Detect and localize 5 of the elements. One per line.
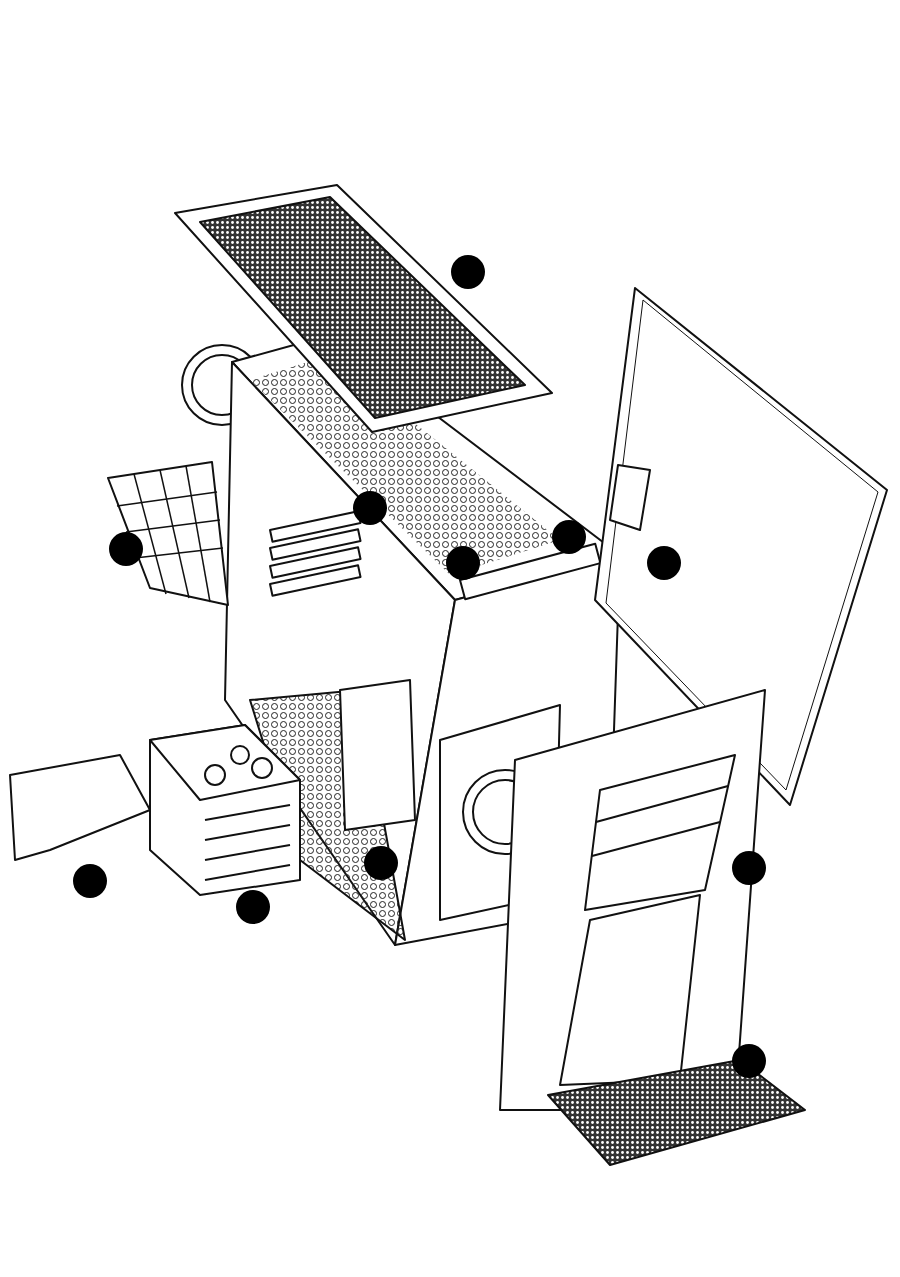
callout-dot: [109, 532, 143, 566]
callout-dot: [732, 851, 766, 885]
callout-dot: [73, 864, 107, 898]
callout-dot: [236, 890, 270, 924]
callout-dot: [451, 255, 485, 289]
